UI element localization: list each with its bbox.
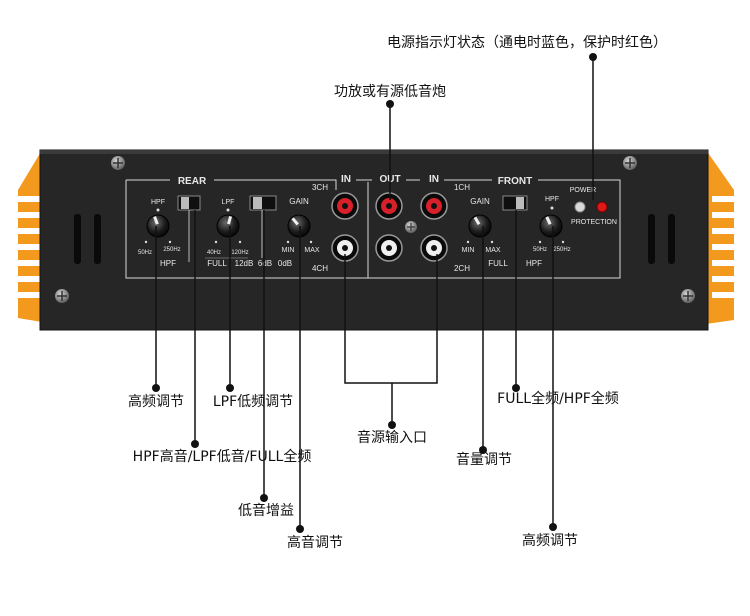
front-hpf-knob[interactable]	[539, 214, 563, 238]
rca-jack-4ch[interactable]	[331, 234, 359, 262]
db12-label: 12dB	[235, 259, 254, 268]
vent-slots	[74, 214, 675, 264]
rear-gain-knob[interactable]	[287, 214, 311, 238]
callout-sub-out: 功放或有源低音炮	[334, 83, 446, 100]
hz120-label: 120Hz	[231, 250, 248, 256]
power-led-icon	[574, 201, 586, 213]
ch2-label: 2CH	[454, 264, 470, 273]
in-right-label: IN	[429, 174, 439, 185]
ch3-label: 3CH	[312, 183, 328, 192]
rca-out-white[interactable]	[375, 234, 403, 262]
lpf-top-label: LPF	[222, 199, 235, 206]
hz250-label: 250Hz	[163, 247, 180, 253]
min-front-label: MIN	[462, 247, 475, 254]
db6-label: 6dB	[258, 259, 272, 268]
full-label: FULL	[207, 259, 227, 268]
callout-rca-input: 音源输入口	[357, 429, 427, 446]
amp-front-panel	[39, 149, 709, 331]
full-front-label: FULL	[488, 259, 508, 268]
in-left-label: IN	[341, 174, 351, 185]
hz50-label: 50Hz	[138, 250, 152, 256]
max-front-label: MAX	[485, 247, 501, 254]
front-label: FRONT	[498, 176, 532, 187]
control-panel-frame	[125, 179, 621, 279]
callout-hf-front: 高频调节	[522, 532, 578, 549]
rca-jack-3ch[interactable]	[331, 192, 359, 220]
protection-label: PROTECTION	[571, 219, 617, 226]
callout-full-hpf-front: FULL全频/HPF全频	[497, 390, 619, 407]
callout-treble-adjust: 高音调节	[287, 534, 343, 551]
callout-volume: 音量调节	[456, 451, 512, 468]
rca-jack-2ch[interactable]	[420, 234, 448, 262]
screw-icon	[623, 156, 637, 170]
hpf-bottom-label: HPF	[160, 259, 176, 268]
hpf-front-bottom-label: HPF	[526, 259, 542, 268]
min-rear-label: MIN	[282, 247, 295, 254]
callout-hf-rear: 高频调节	[128, 393, 184, 410]
callout-power-led: 电源指示灯状态（通电时蓝色，保护时红色）	[387, 34, 667, 51]
db0-label: 0dB	[278, 259, 292, 268]
ground-screw-icon	[405, 221, 417, 233]
heatsink-right	[706, 150, 734, 324]
ch4-label: 4CH	[312, 264, 328, 273]
hpf-front-top-label: HPF	[545, 196, 559, 203]
max-rear-label: MAX	[304, 247, 320, 254]
ch1-label: 1CH	[454, 183, 470, 192]
rear-label: REAR	[178, 176, 207, 187]
callout-bass-gain: 低音增益	[238, 502, 294, 519]
callout-hpf-lpf-full: HPF高音/LPF低音/FULL全频	[133, 448, 312, 465]
screw-icon	[55, 289, 69, 303]
callout-dots	[152, 53, 597, 533]
front-filter-switch[interactable]	[502, 195, 528, 211]
power-label: POWER	[570, 187, 596, 194]
callout-lpf-adjust: LPF低频调节	[213, 394, 293, 410]
hz250-front-label: 250Hz	[553, 247, 570, 253]
bass-gain-switch[interactable]	[249, 195, 277, 258]
front-gain-knob[interactable]	[468, 214, 492, 238]
callout-lines	[155, 57, 594, 529]
rear-lpf-knob[interactable]	[216, 214, 240, 238]
rear-filter-switch[interactable]	[177, 195, 201, 262]
gain-front-label: GAIN	[470, 197, 490, 206]
screw-icon	[111, 156, 125, 170]
hz40-label: 40Hz	[207, 250, 221, 256]
hz50-front-label: 50Hz	[533, 247, 547, 253]
hpf-top-label: HPF	[151, 199, 165, 206]
screw-icon	[681, 289, 695, 303]
rear-hpf-knob[interactable]	[146, 214, 170, 238]
heatsink-left	[18, 150, 42, 322]
gain-rear-label: GAIN	[289, 197, 309, 206]
protection-led-icon	[596, 201, 608, 213]
rca-out-red[interactable]	[375, 192, 403, 220]
rca-jack-1ch[interactable]	[420, 192, 448, 220]
